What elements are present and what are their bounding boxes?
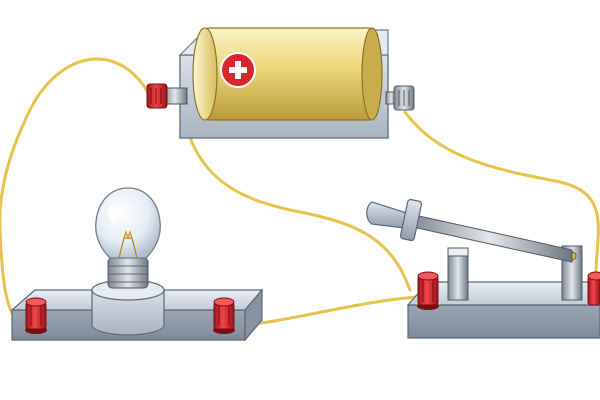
bulb-right-terminal[interactable]: [213, 297, 235, 334]
wire-battery-to-switch: [178, 94, 412, 292]
plus-icon: [220, 52, 256, 88]
bulb-left-terminal[interactable]: [25, 297, 47, 334]
battery-positive-terminal[interactable]: [146, 83, 188, 109]
wire-battery-to-bulb: [0, 57, 152, 324]
switch-left-terminal[interactable]: [417, 271, 439, 310]
battery-negative-terminal[interactable]: [385, 85, 415, 111]
knife-switch: [366, 198, 600, 339]
switch-blade[interactable]: [407, 213, 573, 263]
switch-handle[interactable]: [366, 198, 423, 242]
bulb-socket: [91, 289, 165, 336]
wire-battery-negative-to-switch: [403, 110, 600, 302]
light-bulb-icon: [95, 187, 161, 259]
light-bulb-assembly: [10, 187, 264, 342]
battery: [146, 27, 415, 139]
switch-right-terminal[interactable]: [587, 271, 600, 306]
switch-base: [407, 304, 600, 339]
